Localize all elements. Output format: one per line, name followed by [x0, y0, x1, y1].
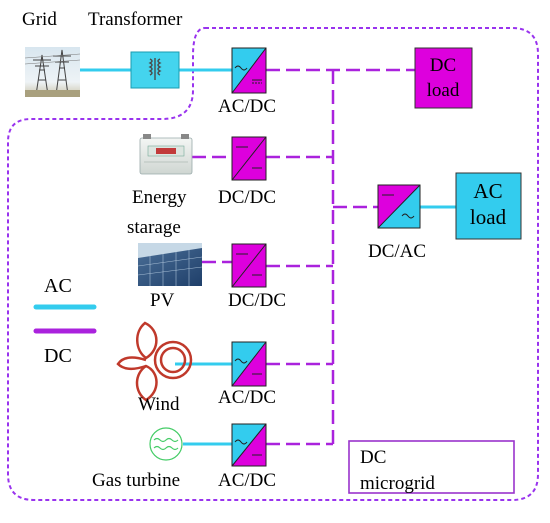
microgrid-label-box: DC microgrid — [348, 440, 515, 494]
pv-label: PV — [150, 290, 175, 311]
grid-label: Grid — [22, 9, 57, 30]
dc-load-line2: load — [427, 80, 460, 101]
dc-lines — [192, 68, 415, 446]
storage-dcdc-converter — [231, 136, 267, 181]
pv-dcdc-converter — [231, 243, 267, 288]
acload-dcac-converter — [377, 184, 421, 229]
battery-icon — [139, 134, 193, 175]
grid-converter-label: AC/DC — [218, 96, 276, 117]
acload-converter-label: DC/AC — [368, 241, 426, 262]
wind-label: Wind — [138, 394, 180, 415]
storage-label-line2: starage — [127, 217, 181, 238]
legend: AC DC — [33, 275, 97, 367]
gas-converter-label: AC/DC — [218, 470, 276, 491]
transformer-icon — [130, 51, 180, 89]
transformer-label: Transformer — [88, 9, 183, 30]
gas-turbine-icon — [149, 427, 183, 461]
legend-dc-label: DC — [44, 345, 72, 367]
legend-ac-label: AC — [44, 275, 72, 297]
grid-acdc-converter — [231, 47, 267, 94]
ac-load-line2: load — [470, 205, 507, 229]
dc-load-line1: DC — [430, 55, 456, 76]
solar-panel-icon — [137, 243, 203, 286]
microgrid-label-line1: DC — [360, 447, 386, 468]
ac-load-box: AC load — [455, 172, 522, 240]
storage-converter-label: DC/DC — [218, 187, 276, 208]
storage-label-line1: Energy — [132, 187, 187, 208]
wind-converter-label: AC/DC — [218, 387, 276, 408]
pv-converter-label: DC/DC — [228, 290, 286, 311]
gas-acdc-converter — [231, 423, 267, 467]
grid-icon — [24, 47, 81, 97]
microgrid-boundary — [7, 27, 539, 501]
ac-lines — [80, 68, 456, 446]
dc-load-box: DC load — [414, 47, 473, 109]
wind-turbine-icon — [116, 321, 193, 402]
microgrid-label-line2: microgrid — [360, 473, 435, 494]
wind-acdc-converter — [231, 341, 267, 387]
gas-turbine-label: Gas turbine — [92, 470, 180, 491]
ac-load-line1: AC — [473, 179, 502, 203]
